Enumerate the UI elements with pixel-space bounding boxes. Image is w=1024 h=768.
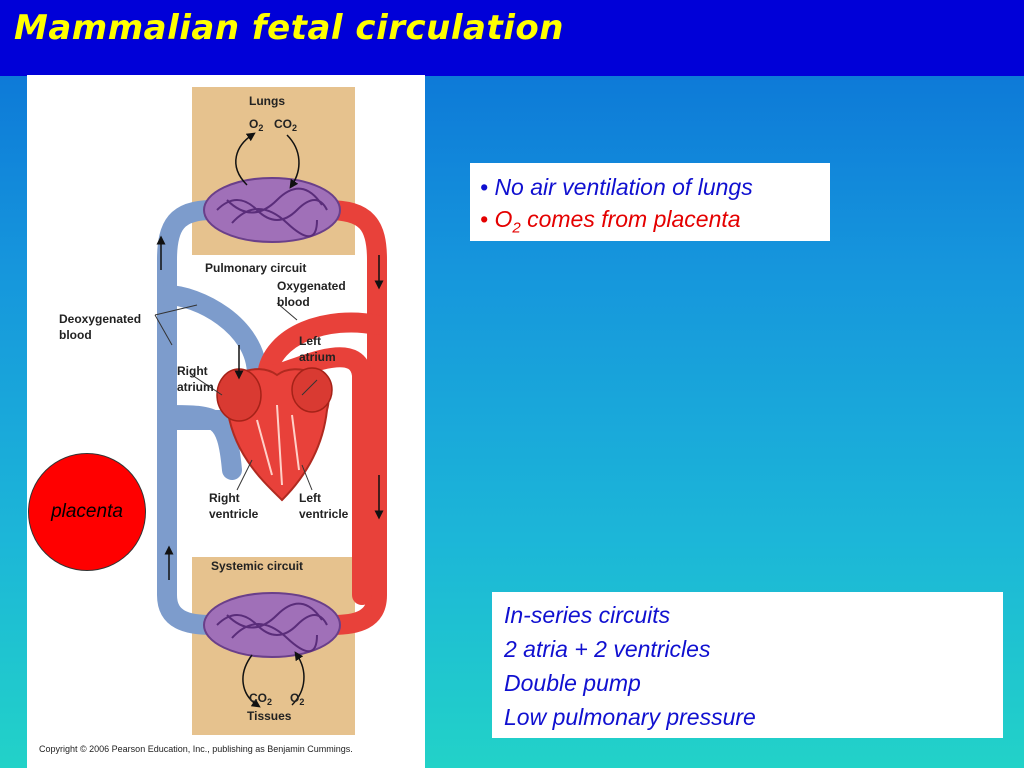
label-left-ventricle-2: ventricle bbox=[299, 507, 349, 521]
circulation-diagram: Lungs O2 CO2 Pulmonary circuit Oxygenate… bbox=[39, 87, 387, 754]
info-box-circuits: In-series circuits 2 atria + 2 ventricle… bbox=[492, 592, 1003, 738]
label-right-ventricle-2: ventricle bbox=[209, 507, 259, 521]
label-systemic-circuit: Systemic circuit bbox=[211, 559, 303, 573]
info-box-lungs: • No air ventilation of lungs • O2 comes… bbox=[470, 163, 830, 241]
placenta-circle: placenta bbox=[28, 453, 146, 571]
label-co2-bottom: CO2 bbox=[249, 691, 272, 707]
label-oxygenated-2: blood bbox=[277, 295, 310, 309]
label-right-atrium-1: Right bbox=[177, 364, 208, 378]
label-o2-bottom: O2 bbox=[290, 691, 304, 707]
line-atria-ventricles: 2 atria + 2 ventricles bbox=[504, 636, 711, 662]
bullet-o2-from-placenta: • O2 comes from placenta bbox=[480, 206, 741, 237]
title-bar: Mammalian fetal circulation bbox=[0, 0, 1024, 76]
line-in-series: In-series circuits bbox=[504, 602, 671, 628]
label-deoxygenated-1: Deoxygenated bbox=[59, 312, 141, 326]
circulation-figure: Lungs O2 CO2 Pulmonary circuit Oxygenate… bbox=[27, 75, 425, 768]
line-low-pulmonary-pressure: Low pulmonary pressure bbox=[504, 704, 756, 730]
copyright-notice: Copyright © 2006 Pearson Education, Inc.… bbox=[39, 744, 353, 754]
leader-lines bbox=[154, 302, 318, 491]
deoxygenated-vessels bbox=[157, 200, 267, 635]
flow-arrows bbox=[156, 132, 384, 708]
label-pulmonary-circuit: Pulmonary circuit bbox=[205, 261, 306, 275]
bullet-no-air-ventilation: • No air ventilation of lungs bbox=[480, 174, 753, 200]
label-o2-top: O2 bbox=[249, 117, 263, 133]
slide-title: Mammalian fetal circulation bbox=[14, 8, 564, 48]
heart bbox=[216, 367, 333, 502]
label-left-atrium-1: Left bbox=[299, 334, 321, 348]
label-deoxygenated-2: blood bbox=[59, 328, 92, 342]
lung-capillaries bbox=[203, 177, 341, 243]
label-left-atrium-2: atrium bbox=[299, 350, 336, 364]
label-right-atrium-2: atrium bbox=[177, 380, 214, 394]
label-lungs: Lungs bbox=[249, 94, 285, 108]
tissue-capillaries bbox=[203, 592, 341, 658]
label-oxygenated-1: Oxygenated bbox=[277, 279, 346, 293]
line-double-pump: Double pump bbox=[504, 670, 641, 696]
label-tissues: Tissues bbox=[247, 709, 292, 723]
label-co2-top: CO2 bbox=[274, 117, 297, 133]
placenta-label: placenta bbox=[51, 501, 123, 522]
label-right-ventricle-1: Right bbox=[209, 491, 240, 505]
label-left-ventricle-1: Left bbox=[299, 491, 321, 505]
